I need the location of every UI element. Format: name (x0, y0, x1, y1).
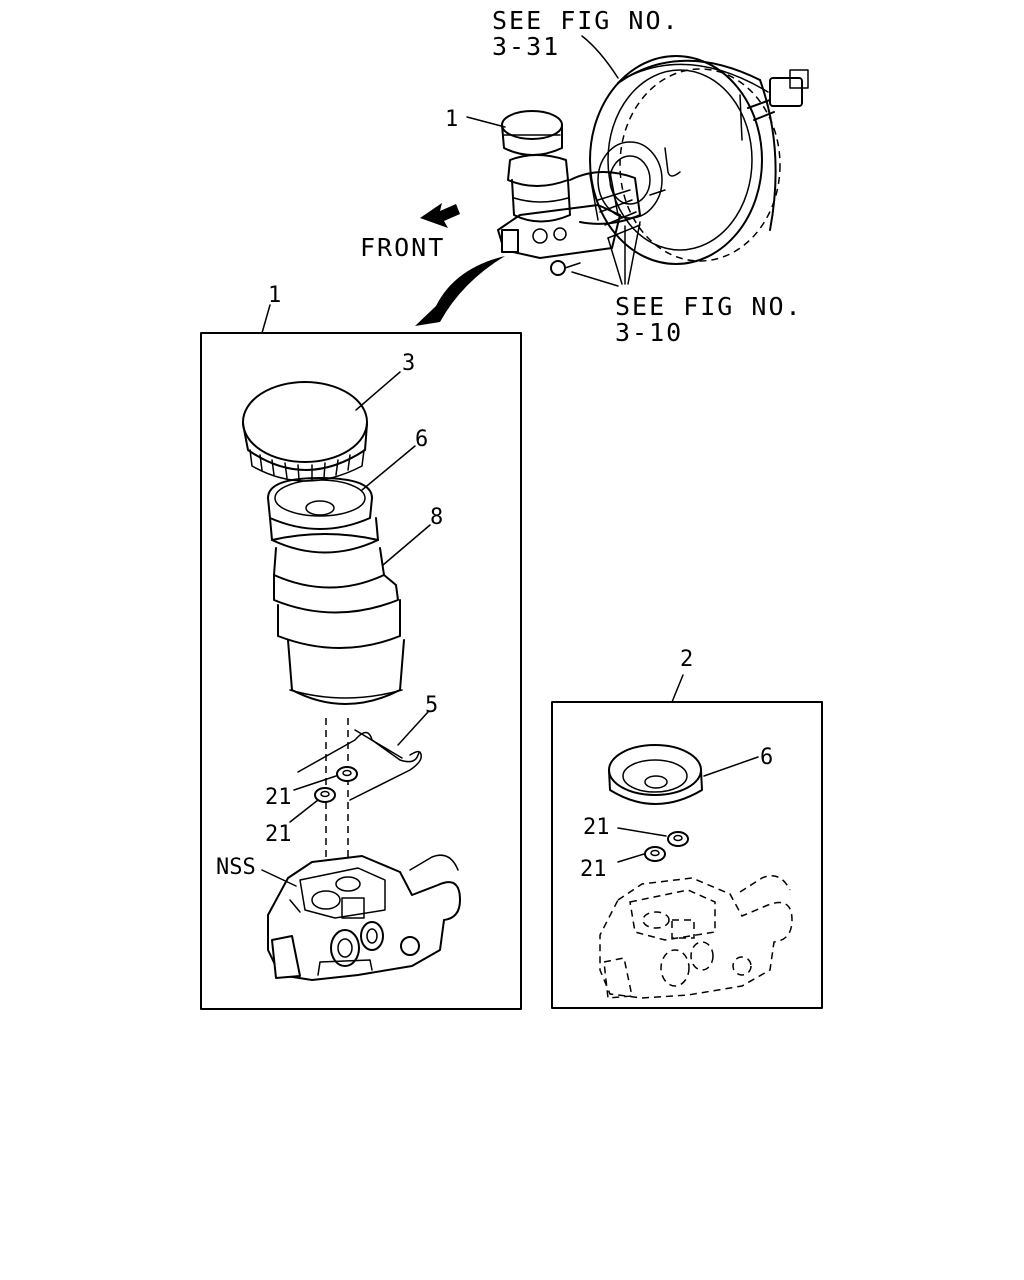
callout-nss: NSS (216, 855, 256, 880)
reservoir-cap (242, 381, 368, 482)
callout-seal-a: 6 (415, 427, 428, 452)
assembly-detail-box: 1 3 6 8 (200, 283, 522, 1010)
kit-seal (608, 744, 703, 805)
callout-grommet-lower: 21 (265, 822, 292, 847)
brake-booster (589, 55, 809, 265)
reservoir-seal (267, 477, 373, 530)
callout-grommet-upper: 21 (265, 785, 292, 810)
booster-pushrod (739, 69, 809, 141)
callout-assembly-top: 1 (445, 107, 458, 132)
master-cylinder-overview (497, 110, 641, 259)
top-leaders (466, 35, 641, 287)
booster-ref-line2: 3-31 (492, 32, 560, 61)
callout-cap: 3 (402, 351, 415, 376)
callout-kit-box: 2 (680, 647, 693, 672)
reservoir-body (269, 517, 405, 705)
detail-pointer-arrow-icon (415, 256, 505, 326)
grommet-lower (314, 787, 336, 803)
kit-grommet-lower (644, 846, 666, 862)
bolts-ref-line2: 3-10 (615, 318, 683, 347)
kit-grommet-upper (667, 831, 689, 847)
repair-kit-box: 2 6 21 21 (551, 647, 823, 1009)
booster-ref-line1: SEE FIG NO. (492, 6, 680, 35)
loose-bolt (550, 260, 581, 276)
front-arrow-icon (420, 203, 460, 228)
callout-reservoir: 8 (430, 505, 443, 530)
bolts-ref-line1: SEE FIG NO. (615, 292, 803, 321)
kit-cylinder-body-phantom (599, 875, 793, 999)
callout-kit-grommet-lower: 21 (580, 857, 607, 882)
callout-clip: 5 (425, 693, 438, 718)
retaining-clip (297, 729, 422, 801)
front-label: FRONT (360, 233, 445, 262)
callout-kit-seal: 6 (760, 745, 773, 770)
callout-assembly-box: 1 (268, 283, 281, 308)
callout-kit-grommet-upper: 21 (583, 815, 610, 840)
cylinder-body (267, 854, 461, 981)
grommet-upper (336, 766, 358, 782)
